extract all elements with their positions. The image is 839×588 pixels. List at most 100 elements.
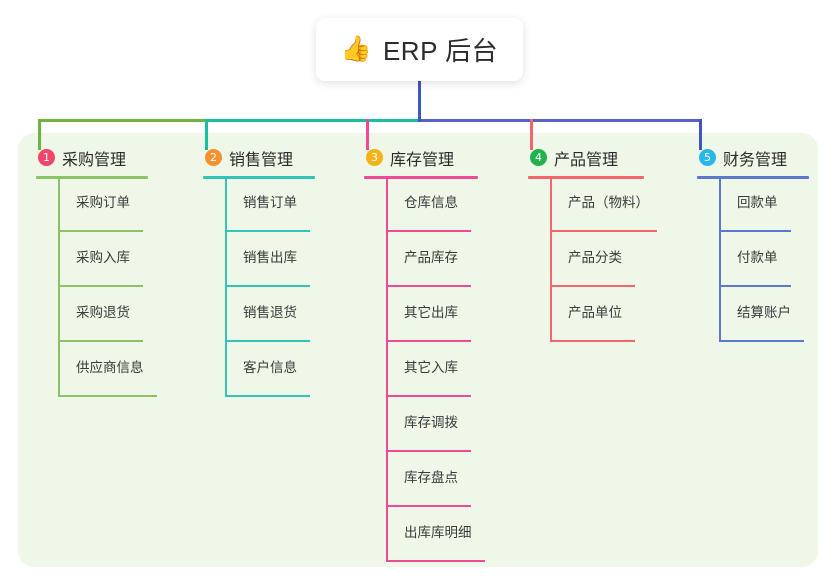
- leaf-item-underline: [58, 285, 143, 287]
- thumbs-up-icon: 👍: [340, 35, 372, 63]
- leaf-item[interactable]: 库存调拨: [364, 399, 538, 454]
- leaf-item[interactable]: 采购入库: [36, 234, 208, 289]
- column-title: 财务管理: [723, 151, 788, 169]
- column-header-product[interactable]: 4 产品管理: [528, 145, 704, 170]
- leaf-spine: [550, 179, 552, 342]
- leaf-spine: [225, 179, 227, 397]
- leaf-item-label: 采购退货: [76, 305, 130, 320]
- leaf-item[interactable]: 仓库信息: [364, 179, 538, 234]
- branch-column-finance: 5 财务管理回款单付款单结算账户: [697, 145, 839, 344]
- leaf-item-underline: [386, 560, 485, 562]
- leaf-item[interactable]: 库存盘点: [364, 454, 538, 509]
- connector-drop-finance: [699, 119, 702, 150]
- leaf-item[interactable]: 产品分类: [528, 234, 704, 289]
- column-underline: [697, 176, 809, 179]
- trunk-segment-indigo: [419, 119, 702, 122]
- connector-drop-inventory: [366, 119, 369, 150]
- column-title: 采购管理: [62, 151, 127, 169]
- leaf-item-label: 产品分类: [568, 250, 622, 265]
- leaf-spine: [719, 179, 721, 342]
- branch-column-inventory: 3 库存管理仓库信息产品库存其它出库其它入库库存调拨库存盘点出库库明细: [364, 145, 538, 564]
- leaf-item-label: 产品单位: [568, 305, 622, 320]
- connector-drop-purchase: [38, 119, 41, 150]
- leaf-item-label: 采购订单: [76, 195, 130, 210]
- leaf-item[interactable]: 采购订单: [36, 179, 208, 234]
- column-title: 销售管理: [229, 151, 294, 169]
- leaf-list-finance: 回款单付款单结算账户: [697, 179, 839, 344]
- column-underline: [203, 176, 315, 179]
- root-stem-line: [418, 81, 421, 122]
- column-title: 产品管理: [554, 151, 619, 169]
- leaf-list-product: 产品（物料） 产品分类产品单位: [528, 179, 704, 344]
- column-header-purchase[interactable]: 1 采购管理: [36, 145, 208, 170]
- leaf-list-purchase: 采购订单采购入库采购退货供应商信息: [36, 179, 208, 399]
- leaf-spine: [386, 179, 388, 562]
- leaf-item-underline: [58, 230, 143, 232]
- leaf-item[interactable]: 产品库存: [364, 234, 538, 289]
- leaf-item-underline: [550, 230, 657, 232]
- leaf-item[interactable]: 采购退货: [36, 289, 208, 344]
- leaf-item-label: 销售订单: [243, 195, 297, 210]
- leaf-item[interactable]: 产品单位: [528, 289, 704, 344]
- branch-column-product: 4 产品管理产品（物料） 产品分类产品单位: [528, 145, 704, 344]
- trunk-segment-green: [38, 119, 207, 122]
- leaf-item-underline: [225, 285, 310, 287]
- leaf-item[interactable]: 产品（物料）: [528, 179, 704, 234]
- content-panel: [18, 133, 818, 567]
- column-header-finance[interactable]: 5 财务管理: [697, 145, 839, 170]
- leaf-item-underline: [58, 340, 143, 342]
- leaf-item-label: 产品库存: [404, 250, 458, 265]
- leaf-item[interactable]: 供应商信息: [36, 344, 208, 399]
- leaf-item[interactable]: 销售订单: [203, 179, 375, 234]
- leaf-item[interactable]: 回款单: [697, 179, 839, 234]
- leaf-item[interactable]: 客户信息: [203, 344, 375, 399]
- root-node[interactable]: 👍 ERP 后台: [316, 18, 523, 81]
- connector-drop-sales: [205, 119, 208, 150]
- leaf-item[interactable]: 结算账户: [697, 289, 839, 344]
- leaf-item-label: 其它出库: [404, 305, 458, 320]
- leaf-item[interactable]: 付款单: [697, 234, 839, 289]
- leaf-item-underline: [719, 285, 791, 287]
- leaf-item-label: 付款单: [737, 250, 778, 265]
- leaf-item-label: 供应商信息: [76, 360, 144, 375]
- leaf-item-label: 回款单: [737, 195, 778, 210]
- column-index-badge: 5: [699, 149, 716, 166]
- leaf-item-underline: [386, 230, 471, 232]
- column-index-badge: 4: [530, 149, 547, 166]
- column-underline: [528, 176, 644, 179]
- leaf-item-label: 结算账户: [737, 305, 791, 320]
- column-header-inventory[interactable]: 3 库存管理: [364, 145, 538, 170]
- leaf-item-label: 仓库信息: [404, 195, 458, 210]
- root-title: ERP 后台: [382, 36, 499, 66]
- column-underline: [364, 176, 478, 179]
- leaf-item-underline: [719, 230, 791, 232]
- column-index-badge: 1: [38, 149, 55, 166]
- connector-drop-product: [530, 119, 533, 150]
- leaf-item-label: 销售退货: [243, 305, 297, 320]
- column-title: 库存管理: [390, 151, 455, 169]
- leaf-item[interactable]: 销售退货: [203, 289, 375, 344]
- leaf-item-label: 产品（物料）: [568, 195, 649, 210]
- branch-column-purchase: 1 采购管理采购订单采购入库采购退货供应商信息: [36, 145, 208, 399]
- leaf-item-underline: [225, 395, 310, 397]
- leaf-item-underline: [550, 340, 635, 342]
- leaf-list-inventory: 仓库信息产品库存其它出库其它入库库存调拨库存盘点出库库明细: [364, 179, 538, 564]
- leaf-item-underline: [719, 340, 804, 342]
- leaf-item-label: 客户信息: [243, 360, 297, 375]
- leaf-item-underline: [386, 395, 471, 397]
- leaf-item-label: 其它入库: [404, 360, 458, 375]
- leaf-item-underline: [225, 230, 310, 232]
- leaf-item[interactable]: 销售出库: [203, 234, 375, 289]
- leaf-item[interactable]: 其它出库: [364, 289, 538, 344]
- leaf-item[interactable]: 出库库明细: [364, 509, 538, 564]
- leaf-item-underline: [386, 340, 471, 342]
- leaf-item-label: 销售出库: [243, 250, 297, 265]
- leaf-item-label: 库存盘点: [404, 470, 458, 485]
- leaf-item[interactable]: 其它入库: [364, 344, 538, 399]
- column-index-badge: 3: [366, 149, 383, 166]
- leaf-item-label: 采购入库: [76, 250, 130, 265]
- leaf-item-underline: [386, 285, 471, 287]
